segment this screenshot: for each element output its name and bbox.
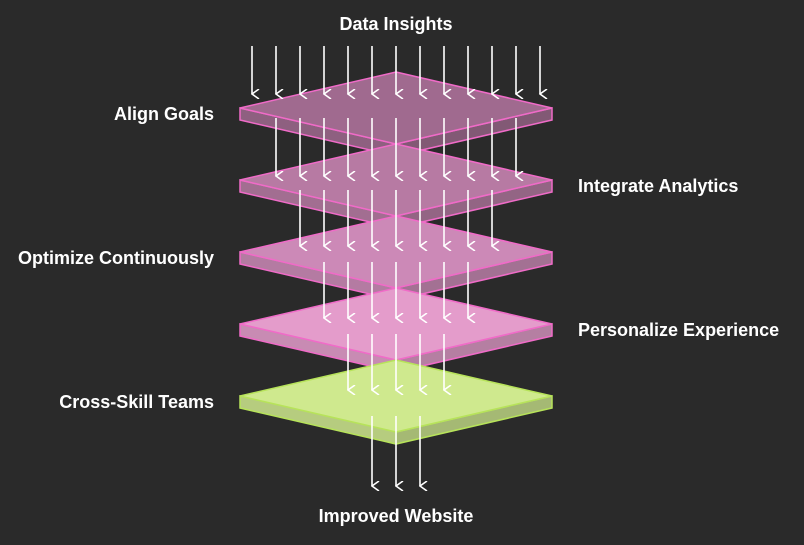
layer-stack [239,46,553,486]
bottom-label: Improved Website [319,506,474,526]
top-label: Data Insights [339,14,452,34]
layer-3 [239,215,553,301]
layer-5 [239,359,553,445]
layer-label-optimize-continuously: Optimize Continuously [18,248,214,268]
layer-label-personalize-experience: Personalize Experience [578,320,779,340]
flow-arrows-over [252,46,540,486]
layer-label-align-goals: Align Goals [114,104,214,124]
layer-label-cross-skill-teams: Cross-Skill Teams [59,392,214,412]
layer-label-integrate-analytics: Integrate Analytics [578,176,738,196]
